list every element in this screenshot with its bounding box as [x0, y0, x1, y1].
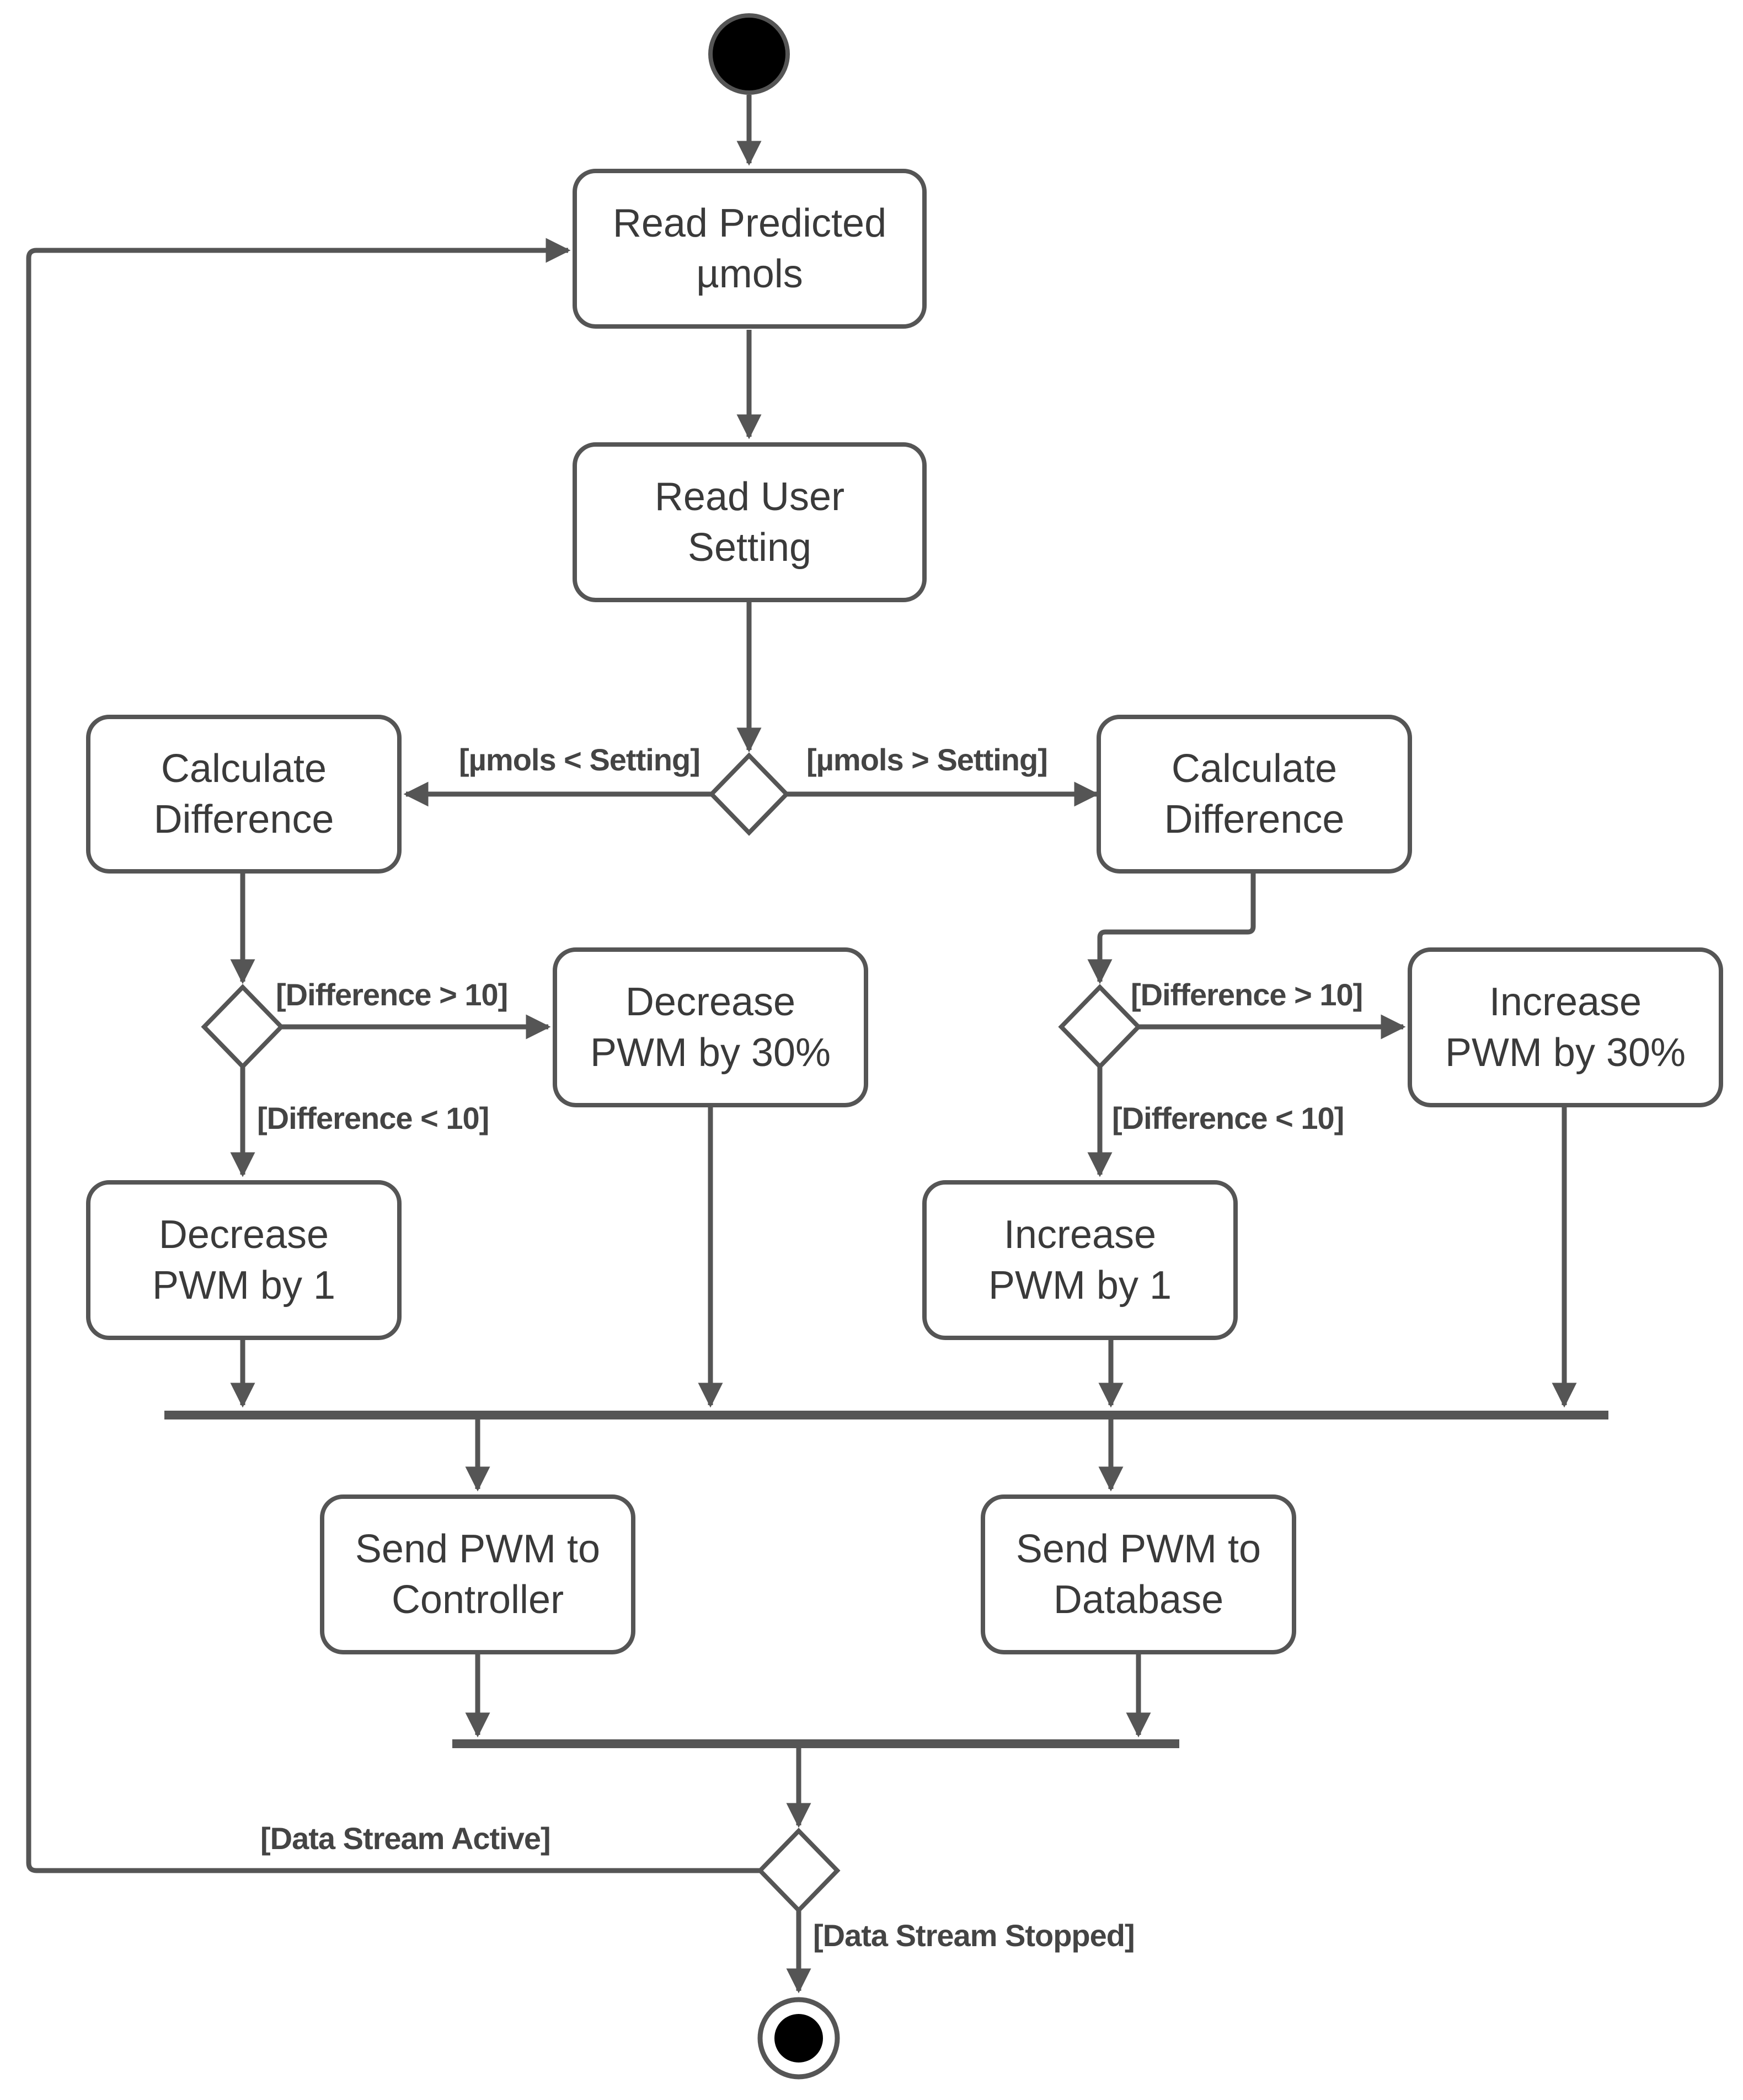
activity-increase-pwm-1: Increase PWM by 1: [922, 1180, 1238, 1340]
activity-send-pwm-database: Send PWM to Database: [981, 1494, 1296, 1654]
activity-label-line1: Read User: [654, 475, 845, 519]
activity-calculate-difference-left: Calculate Difference: [86, 715, 402, 874]
guard-right-difference-greater: [Difference > 10]: [1131, 977, 1363, 1012]
activity-label-line2: PWM by 1: [988, 1263, 1172, 1308]
activity-label-line1: Decrease: [158, 1213, 329, 1257]
edge-stream-active-loop: [26, 238, 760, 1873]
guard-data-stream-stopped: [Data Stream Stopped]: [813, 1918, 1135, 1953]
activity-label-line2: PWM by 30%: [590, 1031, 831, 1075]
final-node-dot: [774, 2014, 823, 2062]
activity-label-line1: Calculate: [161, 747, 327, 791]
guard-right-difference-less: [Difference < 10]: [1112, 1101, 1344, 1135]
guard-left-difference-greater: [Difference > 10]: [276, 977, 508, 1012]
activity-send-pwm-controller: Send PWM to Controller: [320, 1494, 635, 1654]
activity-label-line2: Setting: [687, 526, 812, 570]
decision-diamond-stream: [757, 1828, 841, 1914]
activity-label-line2: PWM by 30%: [1445, 1031, 1686, 1075]
activity-increase-pwm-30: Increase PWM by 30%: [1408, 947, 1723, 1107]
activity-read-predicted: Read Predicted µmols: [573, 169, 927, 329]
activity-calculate-difference-right: Calculate Difference: [1097, 715, 1412, 874]
activity-label-line2: PWM by 1: [152, 1263, 336, 1308]
activity-label-line2: Difference: [153, 797, 334, 842]
guard-data-stream-active: [Data Stream Active]: [260, 1821, 551, 1856]
activity-label-line1: Decrease: [625, 980, 796, 1024]
activity-label-line1: Calculate: [1171, 747, 1338, 791]
activity-label-line1: Read Predicted: [612, 201, 887, 245]
activity-label-line1: Send PWM to: [1015, 1527, 1261, 1571]
decision-diamond-left: [201, 984, 285, 1070]
activity-label-line2: Controller: [391, 1578, 564, 1622]
activity-label-line1: Increase: [1489, 980, 1642, 1024]
decision-diamond-right: [1058, 984, 1142, 1070]
guard-umols-less-than-setting: [µmols < Setting]: [459, 742, 701, 777]
initial-node: [708, 13, 790, 95]
activity-label-line2: µmols: [696, 252, 803, 296]
activity-decrease-pwm-1: Decrease PWM by 1: [86, 1180, 402, 1340]
decision-diamond-setting: [708, 752, 790, 836]
activity-label-line1: Send PWM to: [355, 1527, 601, 1571]
activity-label-line2: Database: [1053, 1578, 1224, 1622]
guard-umols-greater-than-setting: [µmols > Setting]: [806, 742, 1048, 777]
edge-calc-right-to-decision: [1087, 874, 1256, 984]
activity-label-line1: Increase: [1003, 1213, 1157, 1257]
activity-label-line2: Difference: [1164, 797, 1345, 842]
activity-decrease-pwm-30: Decrease PWM by 30%: [553, 947, 868, 1107]
activity-read-user-setting: Read User Setting: [573, 442, 927, 602]
guard-left-difference-less: [Difference < 10]: [257, 1101, 489, 1135]
